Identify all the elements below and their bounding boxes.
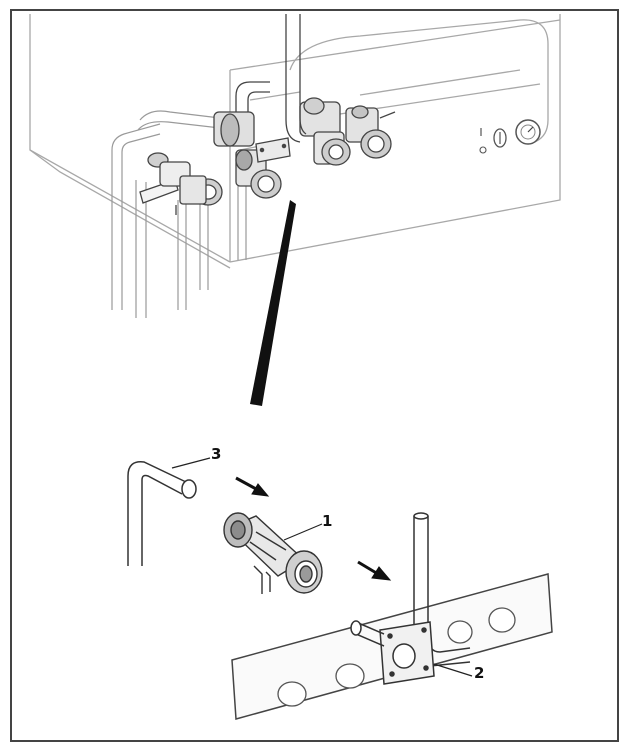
pipe-part-3 xyxy=(127,461,197,566)
callout-label-1: 1 xyxy=(322,512,333,530)
top-pipes xyxy=(235,14,307,143)
power-switch-icon xyxy=(479,128,507,154)
callout-label-2: 2 xyxy=(474,664,485,682)
detail-pointer xyxy=(250,200,296,406)
direction-arrow-icon xyxy=(235,476,392,581)
valve-cluster xyxy=(139,97,396,215)
callout-label-3: 3 xyxy=(211,445,222,463)
diagram-frame xyxy=(10,9,619,742)
pressure-gauge-icon xyxy=(515,119,541,145)
pipe-part-2 xyxy=(350,512,471,685)
connector-part-1 xyxy=(223,512,323,594)
leader-lines xyxy=(171,457,473,677)
